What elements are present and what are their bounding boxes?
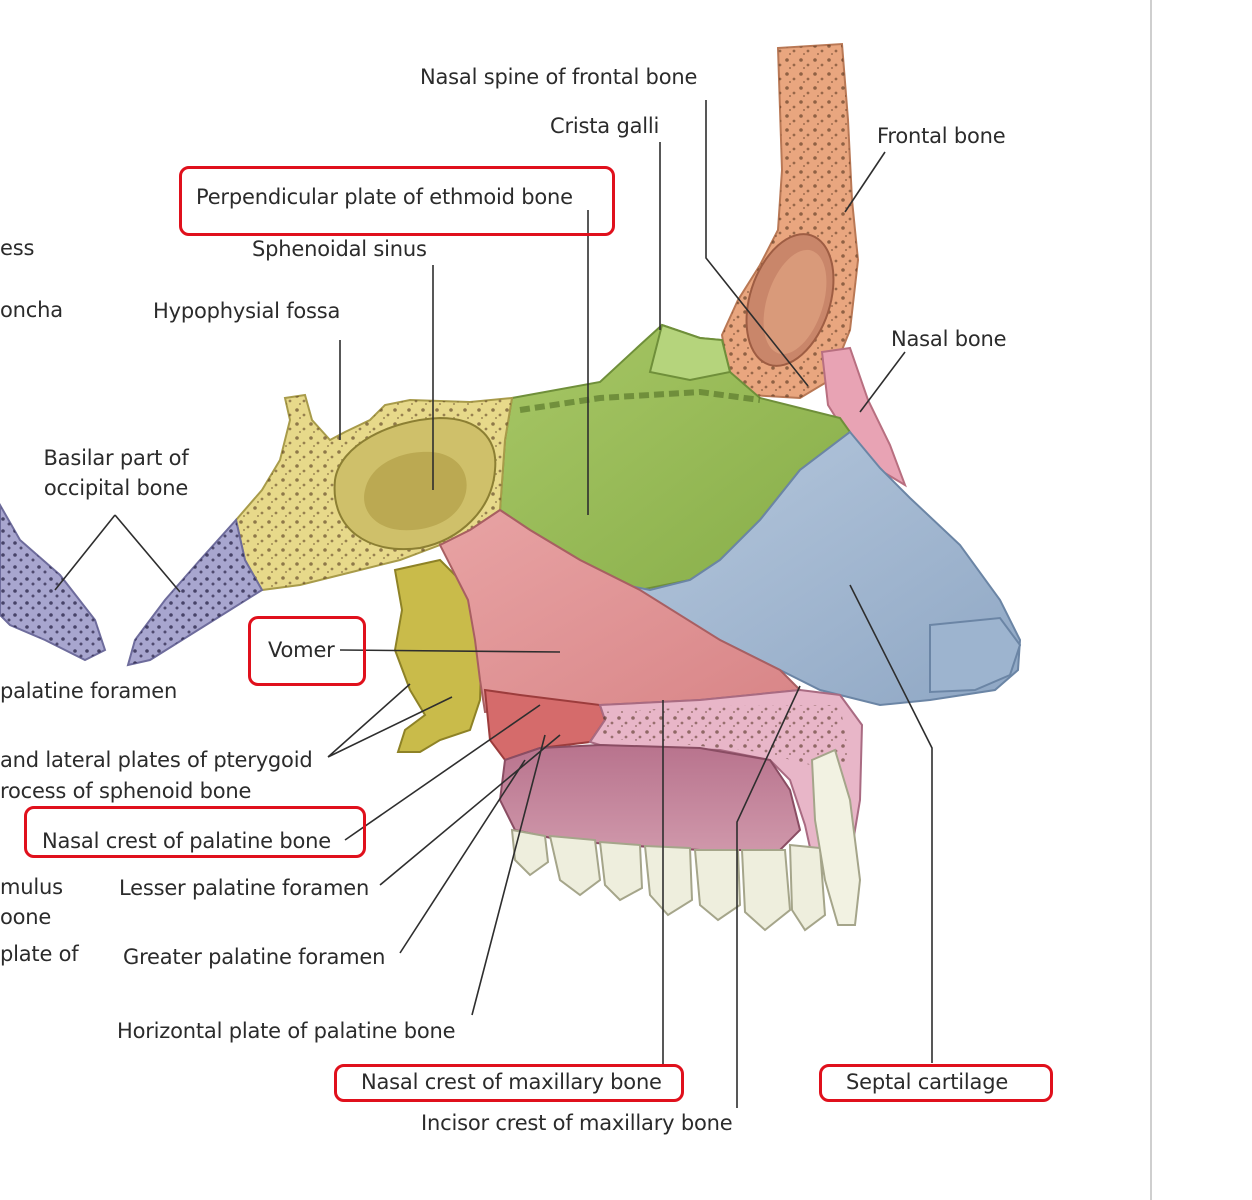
label-pterygoid-line2: rocess of sphenoid bone: [0, 779, 252, 803]
palate-surface-shape: [498, 743, 802, 851]
label-lesser-palatine-foramen: Lesser palatine foramen: [119, 876, 370, 900]
leader-incisor-crest: [736, 685, 801, 1108]
label-nasal-crest-palatine: Nasal crest of palatine bone: [42, 829, 331, 853]
label-greater-palatine-foramen: Greater palatine foramen: [123, 945, 386, 969]
highlight-box-perpendicular-plate: [179, 166, 615, 236]
label-cut-palatine-foramen: palatine foramen: [0, 679, 178, 703]
label-horizontal-plate: Horizontal plate of palatine bone: [117, 1019, 456, 1043]
page-divider: [1150, 0, 1152, 1200]
leader-pterygoid: [327, 683, 453, 758]
label-cut-plate-of: plate of: [0, 942, 79, 966]
label-septal-cartilage: Septal cartilage: [846, 1070, 1009, 1094]
label-cut-oncha: oncha: [0, 298, 63, 322]
label-cut-oone: oone: [0, 905, 52, 929]
leader-horizontal-plate: [471, 734, 546, 1016]
label-cut-ess: ess: [0, 236, 35, 260]
leader-greater-palatine: [399, 759, 526, 954]
label-nasal-crest-maxillary: Nasal crest of maxillary bone: [361, 1070, 662, 1094]
leader-basilar-part: [54, 514, 181, 593]
leader-lines: [54, 100, 933, 1108]
label-crista-galli: Crista galli: [550, 114, 660, 138]
label-sphenoidal-sinus: Sphenoidal sinus: [252, 237, 427, 261]
frontal-bone-shape: [720, 42, 860, 400]
leader-vomer: [339, 649, 561, 653]
highlight-box-vomer: [248, 616, 366, 686]
label-perpendicular-plate: Perpendicular plate of ethmoid bone: [196, 185, 573, 209]
label-cut-mulus: mulus: [0, 875, 63, 899]
label-nasal-spine-frontal: Nasal spine of frontal bone: [420, 65, 698, 89]
label-hypophysial-fossa: Hypophysial fossa: [153, 299, 341, 323]
leader-septal-cartilage: [849, 584, 933, 1063]
highlight-box-septal-cartilage: [819, 1064, 1053, 1102]
nasal-septum-illustration: [0, 42, 1022, 1108]
highlight-box-nasal-crest-palatine: [24, 806, 366, 858]
label-nasal-bone: Nasal bone: [891, 327, 1007, 351]
highlight-box-nasal-crest-maxillary: [334, 1064, 684, 1102]
label-pterygoid-line1: and lateral plates of pterygoid: [0, 748, 313, 772]
label-basilar-part: Basilar part of occipital bone: [43, 446, 189, 500]
sphenoid-bone-shape: [234, 393, 514, 592]
leader-nasal-bone: [859, 351, 906, 413]
septal-cartilage-shape: [599, 430, 1022, 707]
leader-frontal-bone: [844, 151, 886, 213]
teeth-shape: [510, 748, 862, 932]
label-vomer: Vomer: [268, 638, 335, 662]
label-incisor-crest: Incisor crest of maxillary bone: [421, 1111, 733, 1135]
leader-nasal-crest-palatine: [344, 704, 541, 841]
label-frontal-bone: Frontal bone: [877, 124, 1006, 148]
leader-nasal-spine: [705, 100, 809, 387]
leader-lesser-palatine: [379, 734, 561, 886]
occipital-bone-shape: [0, 502, 264, 667]
